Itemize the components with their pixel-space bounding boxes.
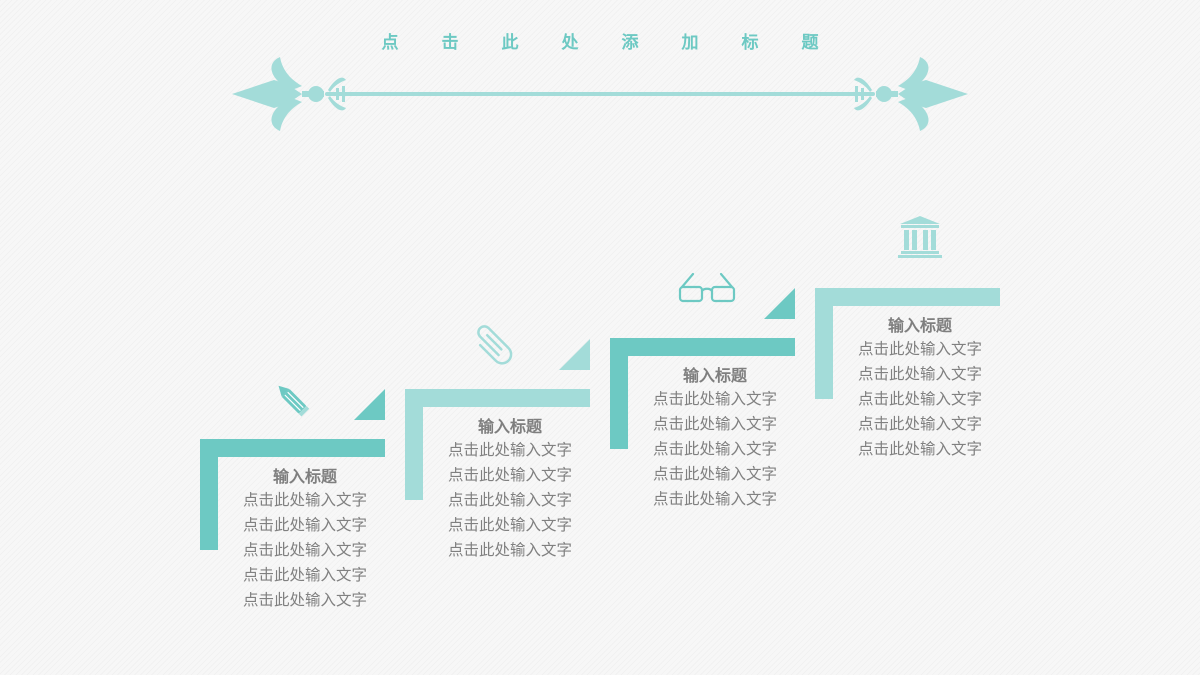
step-text-line: 点击此处输入文字 [447, 491, 572, 509]
bank-icon [898, 216, 942, 258]
step-text-line: 点击此处输入文字 [652, 440, 777, 458]
title-char: 击 [441, 33, 459, 53]
step-text-line: 点击此处输入文字 [242, 591, 367, 609]
step-text: 点击此处输入文字 点击此处输入文字 点击此处输入文字 点击此处输入文字 点击此处… [610, 387, 820, 512]
step-text-line: 点击此处输入文字 [857, 440, 982, 458]
step-heading: 输入标题 [682, 366, 747, 385]
step-text-line: 点击此处输入文字 [652, 390, 777, 408]
step-text-line: 点击此处输入文字 [857, 365, 982, 383]
left-fleur-icon [232, 57, 346, 131]
step-text-line: 点击此处输入文字 [242, 566, 367, 584]
step-text-line: 点击此处输入文字 [447, 441, 572, 459]
step-text-line: 点击此处输入文字 [857, 415, 982, 433]
step-1[interactable]: 输入标题 点击此处输入文字 点击此处输入文字 点击此处输入文字 点击此处输入文字… [200, 389, 390, 609]
ornament-divider [232, 57, 968, 131]
step-heading: 输入标题 [887, 316, 952, 335]
step-bar-top [405, 389, 590, 407]
step-bar-left [200, 439, 218, 550]
step-bar-left [405, 389, 423, 500]
step-4[interactable]: 输入标题 点击此处输入文字 点击此处输入文字 点击此处输入文字 点击此处输入文字… [815, 288, 1005, 458]
step-text: 点击此处输入文字 点击此处输入文字 点击此处输入文字 点击此处输入文字 点击此处… [405, 438, 615, 563]
step-text-line: 点击此处输入文字 [242, 541, 367, 559]
step-text-line: 点击此处输入文字 [652, 490, 777, 508]
step-text-line: 点击此处输入文字 [447, 541, 572, 559]
step-2[interactable]: 输入标题 点击此处输入文字 点击此处输入文字 点击此处输入文字 点击此处输入文字… [405, 339, 595, 559]
step-bar-left [815, 288, 833, 399]
title-char: 此 [501, 33, 519, 53]
glasses-icon [678, 272, 736, 303]
step-bar-left [610, 338, 628, 449]
step-text-line: 点击此处输入文字 [652, 415, 777, 433]
right-fleur-icon [854, 57, 968, 131]
step-text: 点击此处输入文字 点击此处输入文字 点击此处输入文字 点击此处输入文字 点击此处… [815, 337, 1025, 462]
step-bar-top [815, 288, 1000, 306]
step-heading: 输入标题 [272, 467, 337, 486]
step-text: 点击此处输入文字 点击此处输入文字 点击此处输入文字 点击此处输入文字 点击此处… [200, 488, 410, 613]
step-text-line: 点击此处输入文字 [857, 390, 982, 408]
step-text-line: 点击此处输入文字 [447, 516, 572, 534]
title-char: 点 [381, 33, 399, 53]
paperclip-icon [477, 325, 513, 365]
step-text-line: 点击此处输入文字 [242, 491, 367, 509]
step-text-line: 点击此处输入文字 [857, 340, 982, 358]
title-char: 题 [801, 33, 819, 53]
pencil-icon [278, 385, 310, 417]
step-bar-top [200, 439, 385, 457]
step-corner-triangle [559, 339, 590, 370]
step-text-line: 点击此处输入文字 [447, 466, 572, 484]
step-text-line: 点击此处输入文字 [242, 516, 367, 534]
title-char: 添 [621, 33, 639, 53]
title-char: 处 [561, 33, 579, 53]
step-corner-triangle [764, 288, 795, 319]
step-heading: 输入标题 [477, 417, 542, 436]
title-char: 标 [741, 33, 759, 53]
title-char: 加 [681, 33, 699, 53]
step-corner-triangle [354, 389, 385, 420]
page-title[interactable]: 点 击 此 处 添 加 标 题 [380, 28, 820, 53]
step-bar-top [610, 338, 795, 356]
step-3[interactable]: 输入标题 点击此处输入文字 点击此处输入文字 点击此处输入文字 点击此处输入文字… [610, 288, 800, 508]
step-text-line: 点击此处输入文字 [652, 465, 777, 483]
